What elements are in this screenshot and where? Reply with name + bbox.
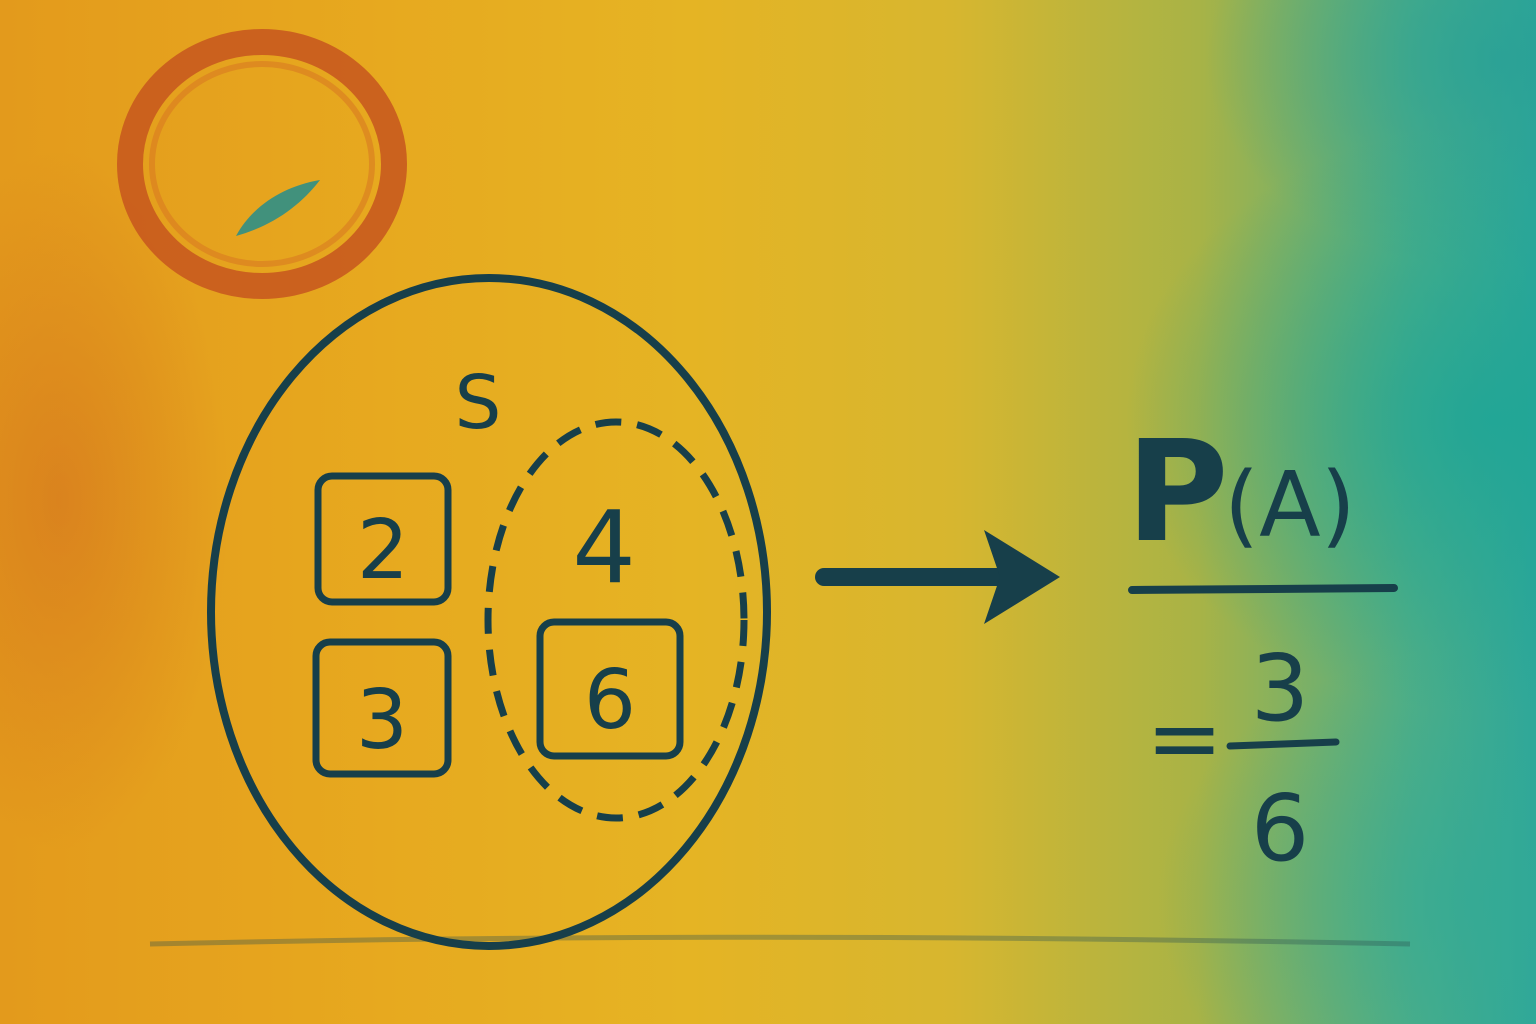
outcome-2: 2	[357, 503, 409, 598]
outcome-box-6	[536, 618, 684, 760]
sample-space-label: S	[455, 360, 502, 446]
outcome-box-3	[312, 638, 452, 778]
outcome-box-2	[314, 472, 452, 606]
outcome-3: 3	[356, 673, 408, 768]
ground-line	[149, 934, 1411, 947]
outcome-6: 6	[584, 653, 636, 748]
outcome-4: 4	[572, 489, 636, 606]
formula-p: P	[1126, 411, 1229, 574]
formula-equals: =	[1146, 685, 1223, 792]
sample-space-circle	[207, 274, 771, 950]
formula-result-bar	[1226, 738, 1340, 750]
formula-fraction-bar	[1128, 584, 1398, 594]
decorative-ring-icon	[117, 29, 407, 299]
formula-numerator: 3	[1251, 635, 1310, 742]
arrow-right-icon	[815, 530, 1060, 624]
formula-event: (A)	[1224, 453, 1356, 558]
event-a-dashed-circle	[484, 418, 748, 822]
formula-denominator: 6	[1251, 775, 1310, 882]
